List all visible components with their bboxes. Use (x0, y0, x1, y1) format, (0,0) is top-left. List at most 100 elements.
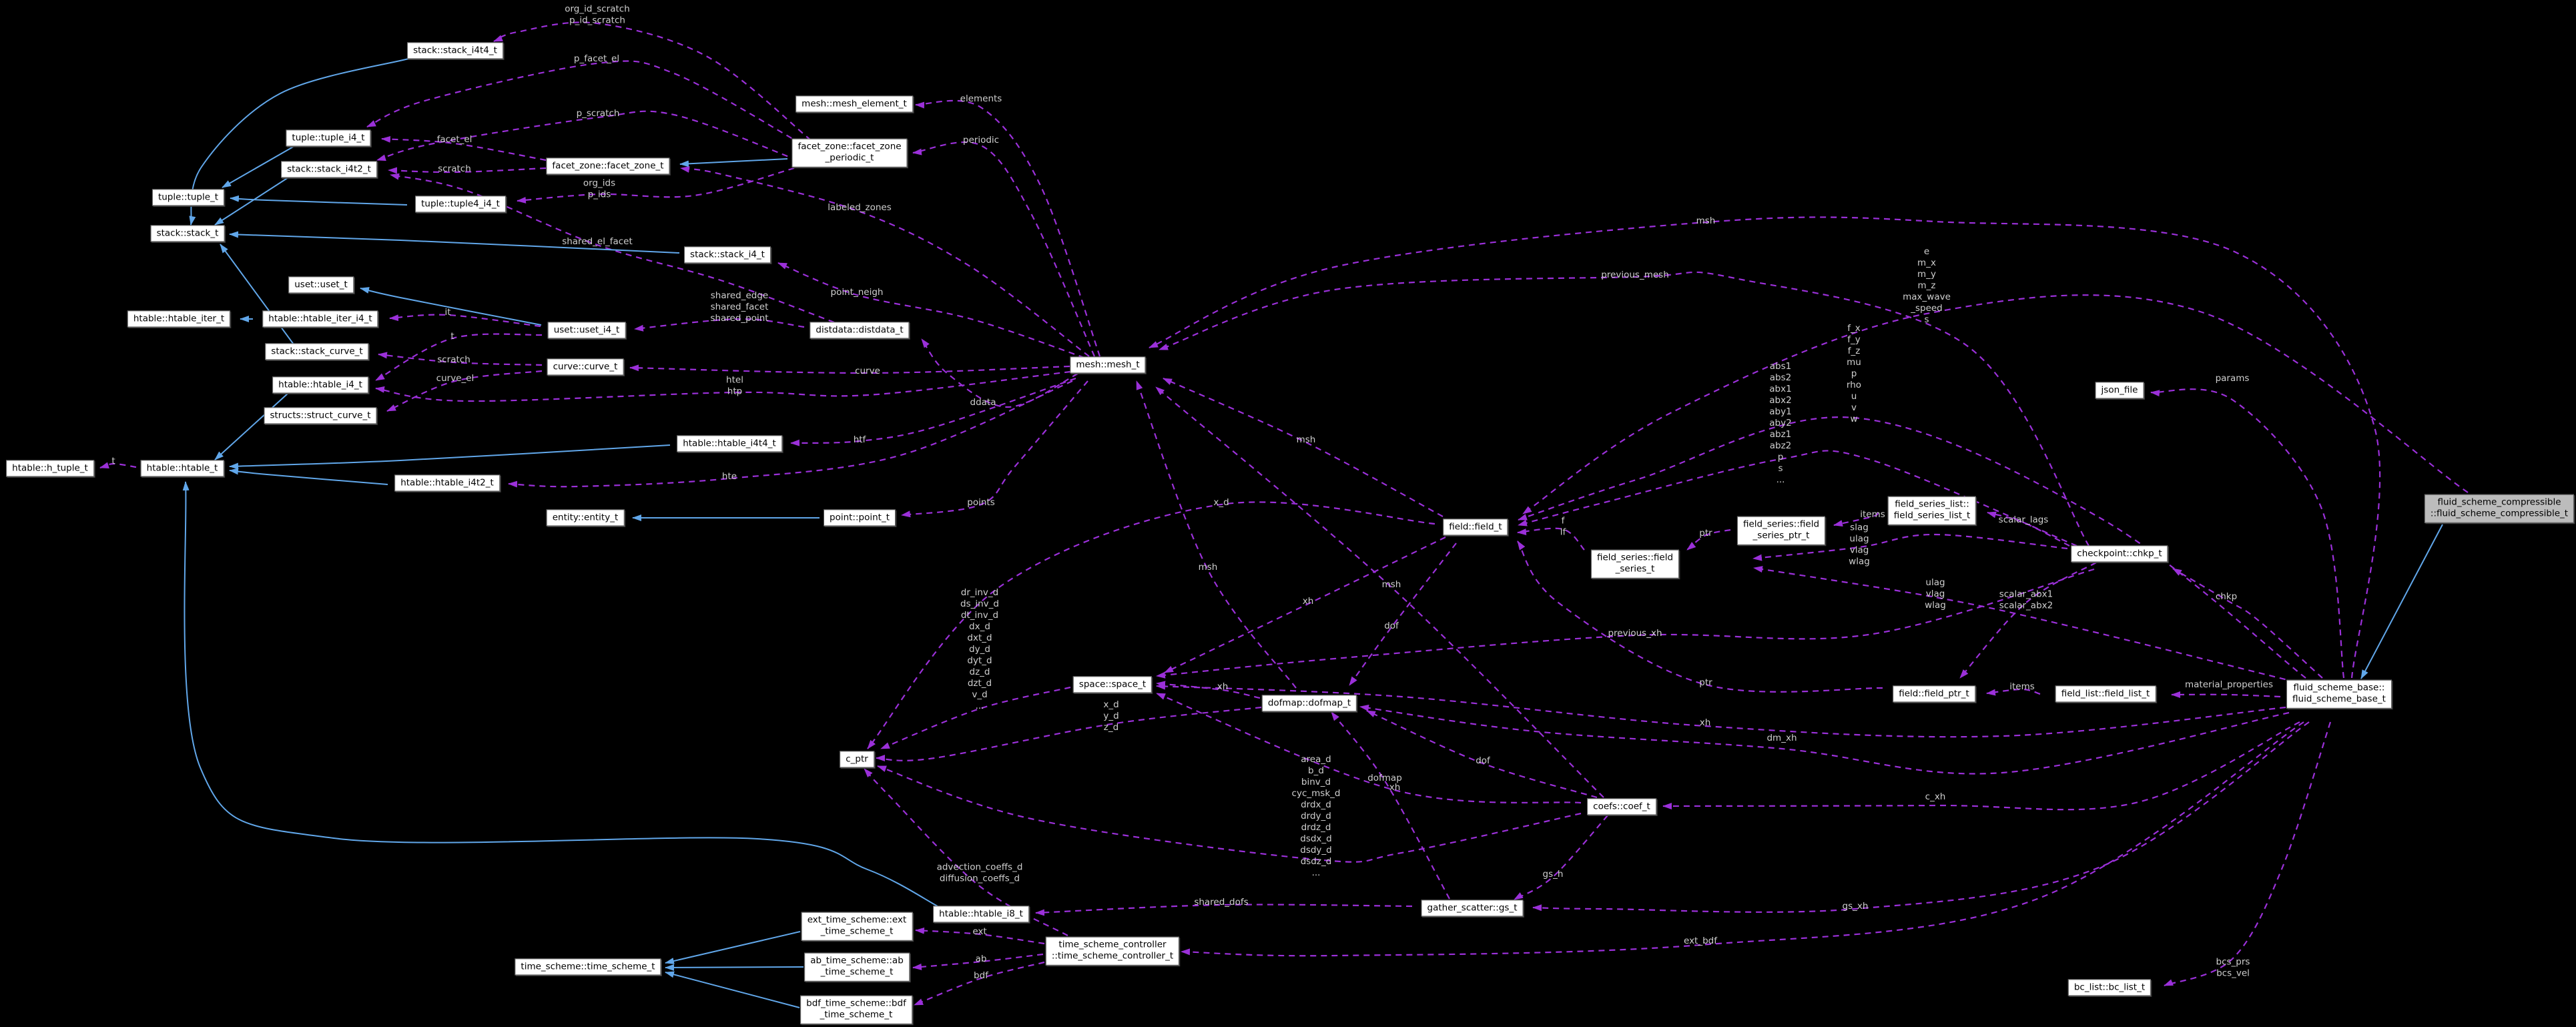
edge-fzp-tuple4 (517, 167, 795, 204)
class-node-label: tuple::tuple_t (157, 192, 219, 203)
class-node-fsp[interactable]: field_series::field_series_ptr_t (1736, 516, 1826, 545)
edge-label-curve-stkc: scratch (437, 354, 470, 365)
class-node-label: ab_time_scheme::ab (810, 955, 904, 966)
class-node-label: bc_list::bc_list_t (2073, 982, 2146, 993)
edge-label-mesh-melem: elements (960, 93, 1002, 104)
class-node-useti4[interactable]: uset::uset_i4_t (547, 322, 626, 339)
class-node-space[interactable]: space::space_t (1072, 676, 1153, 693)
class-node-tsc[interactable]: time_scheme_controller::time_scheme_cont… (1045, 936, 1180, 966)
class-node-i4t4s[interactable]: stack::stack_i4t4_t (407, 42, 503, 59)
edge-label-tsc-ab: ab (976, 954, 987, 964)
edge-mesh-dd (921, 338, 1078, 408)
class-node-label: coefs::coef_t (1593, 801, 1650, 812)
edge-mesh-stki4 (777, 262, 1085, 359)
class-node-coef[interactable]: coefs::coef_t (1587, 798, 1656, 815)
edge-fb-bc (2164, 721, 2332, 987)
class-node-fsl[interactable]: field_series_list::field_series_list_t (1887, 496, 1977, 525)
edge-label-coef-gs: gs_h (1543, 869, 1564, 880)
class-node-i4t2s[interactable]: stack::stack_i4t2_t (281, 161, 377, 178)
class-node-ext[interactable]: ext_time_scheme::ext_time_scheme_t (801, 912, 913, 941)
edge-dm-space (1156, 681, 1261, 699)
edge-label-fzp-i4t2s: p_scratch (577, 108, 620, 119)
class-node-label: field::field_ptr_t (1899, 688, 1969, 699)
edge-label-coef-mesh: msh (1382, 579, 1401, 590)
edge-i4t2s-stack (214, 177, 289, 226)
class-node-json[interactable]: json_file (2095, 382, 2144, 399)
class-node-label: _series_t (1615, 564, 1655, 575)
class-node-label: fluid_scheme_compressible (2437, 496, 2561, 508)
class-node-stki4[interactable]: stack::stack_i4_t (684, 246, 771, 264)
class-node-ent[interactable]: entity::entity_t (546, 509, 625, 527)
class-node-ht4[interactable]: htable::htable_i4_t (272, 376, 368, 394)
class-node-fl[interactable]: field_list::field_list_t (2055, 685, 2156, 703)
class-node-tuple[interactable]: tuple::tuple_t (151, 189, 225, 206)
class-node-fzp[interactable]: facet_zone::facet_zone_periodic_t (791, 138, 908, 167)
edge-fl-fp (1986, 688, 2041, 696)
class-node-dm[interactable]: dofmap::dofmap_t (1261, 695, 1357, 712)
class-node-label: htable::htable_i4_t (278, 379, 362, 390)
class-node-fb[interactable]: fluid_scheme_base::fluid_scheme_base_t (2286, 679, 2392, 709)
class-node-mesh[interactable]: mesh::mesh_t (1070, 356, 1146, 374)
class-node-pt[interactable]: point::point_t (824, 509, 896, 527)
class-node-label: stack::stack_i4_t (690, 249, 765, 260)
class-node-label: point::point_t (830, 512, 890, 523)
class-node-stkc[interactable]: stack::stack_curve_t (265, 343, 369, 360)
class-node-gs[interactable]: gather_scatter::gs_t (1421, 900, 1524, 917)
class-node-fp[interactable]: field::field_ptr_t (1893, 685, 1975, 703)
edge-field-space (1164, 537, 1446, 673)
class-node-htpl[interactable]: htable::h_tuple_t (6, 460, 94, 477)
class-node-label: ::time_scheme_controller_t (1051, 951, 1174, 962)
class-node-uset[interactable]: uset::uset_t (288, 276, 354, 294)
edge-label-mesh-curve: curve (855, 366, 880, 376)
class-node-fc[interactable]: fluid_scheme_compressible::fluid_scheme_… (2424, 494, 2575, 523)
edge-label-field-dm: dof (1384, 621, 1399, 631)
class-node-fz[interactable]: facet_zone::facet_zone_t (546, 157, 670, 175)
class-node-iteri4[interactable]: htable::htable_iter_i4_t (262, 310, 378, 328)
class-node-field[interactable]: field::field_t (1443, 519, 1508, 536)
class-node-tuplei4[interactable]: tuple::tuple_i4_t (286, 129, 371, 147)
class-node-htbl[interactable]: htable::htable_t (140, 460, 224, 477)
class-node-ts[interactable]: time_scheme::time_scheme_t (515, 958, 661, 976)
edge-label-field-space: xh (1303, 596, 1314, 607)
class-node-bc[interactable]: bc_list::bc_list_t (2067, 979, 2152, 996)
edge-tsc-cptr (864, 768, 1068, 936)
edge-label-mesh-ht42: hte (722, 471, 737, 482)
class-node-ab[interactable]: ab_time_scheme::ab_time_scheme_t (804, 952, 910, 982)
class-node-curve[interactable]: curve::curve_t (547, 358, 624, 376)
class-node-bdf[interactable]: bdf_time_scheme::bdf_time_scheme_t (800, 995, 912, 1024)
edge-label-curve-strc: curve_el (436, 373, 474, 384)
edge-stki4-stack (229, 231, 680, 254)
class-node-chkp[interactable]: checkpoint::chkp_t (2071, 545, 2168, 563)
class-node-fs[interactable]: field_series::field_series_t (1590, 549, 1680, 579)
class-node-melem[interactable]: mesh::mesh_element_t (795, 95, 913, 113)
edge-label-mesh-dd: ddata (970, 397, 996, 408)
class-node-label: field_series::field (1596, 552, 1674, 563)
edge-fb-fl (2171, 691, 2281, 698)
class-node-ht44[interactable]: htable::htable_i4t4_t (677, 435, 782, 452)
class-node-strc[interactable]: structs::struct_curve_t (264, 407, 377, 424)
class-node-stack[interactable]: stack::stack_t (150, 225, 225, 242)
class-node-tuple4[interactable]: tuple::tuple4_i4_t (415, 196, 506, 213)
edge-tuple4-tuple (230, 195, 408, 206)
edge-label-field-mesh: msh (1297, 434, 1316, 445)
edge-fsp-fs (1686, 529, 1731, 551)
class-node-cptr[interactable]: c_ptr (840, 751, 874, 768)
edge-fs-field (1517, 527, 1585, 551)
edge-ht4-htbl (214, 392, 289, 460)
class-node-ht42[interactable]: htable::htable_i4t2_t (394, 474, 500, 492)
class-node-dd[interactable]: distdata::distdata_t (810, 322, 910, 339)
edge-fb-coef (1662, 721, 2300, 811)
class-node-label: _time_scheme_t (820, 1010, 893, 1020)
class-node-iter[interactable]: htable::htable_iter_t (127, 310, 231, 328)
edge-label-mesh-pt: points (967, 497, 994, 508)
edge-chkp-mesh (1159, 271, 2089, 547)
edge-fb-dm (1359, 704, 2290, 775)
class-node-hti8[interactable]: htable::htable_i8_t (933, 906, 1029, 923)
